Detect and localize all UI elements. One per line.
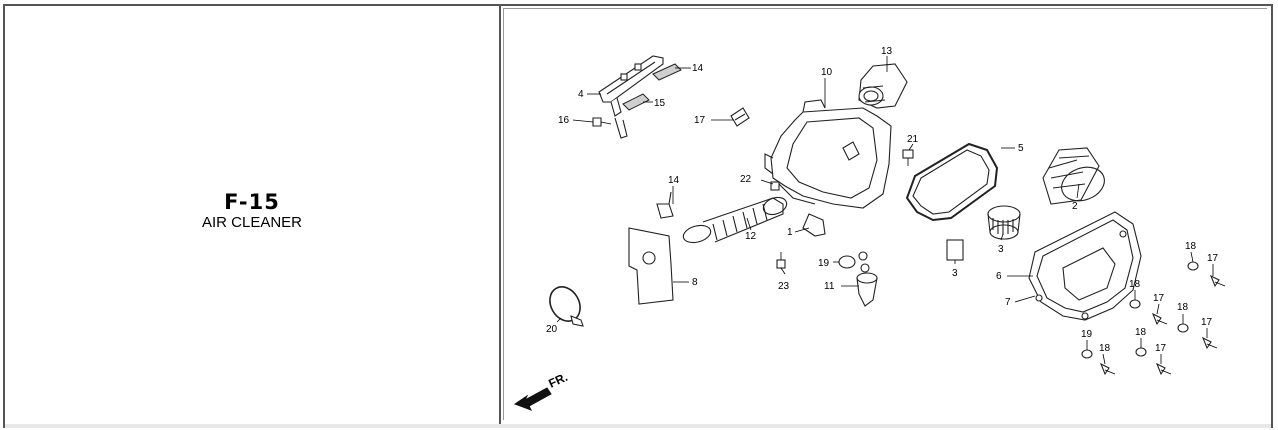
front-direction-label: FR.	[546, 370, 569, 391]
part-3-filter	[987, 205, 1021, 240]
callout-18: 18	[1185, 241, 1197, 252]
section-caption: F-15 AIR CLEANER	[5, 190, 499, 232]
part-16-clip	[730, 107, 750, 127]
diagram-panel-border	[503, 8, 1267, 420]
callout-11: 13	[881, 46, 893, 57]
callout-17: 17	[1153, 293, 1165, 304]
leader-lines	[556, 56, 1214, 365]
callout-12: 12	[745, 231, 757, 242]
part-3-element	[946, 239, 964, 261]
part-11-duct	[858, 63, 908, 109]
callout-6: 6	[996, 271, 1002, 282]
part-6-7-cover	[1028, 211, 1142, 321]
front-direction-arrow: FR.	[513, 370, 570, 411]
callout-14: 15	[654, 98, 666, 109]
callout-20: 20	[546, 324, 558, 335]
part-14-pads	[622, 63, 682, 111]
callout-17: 17	[1201, 317, 1213, 328]
callout-22: 22	[740, 174, 752, 185]
callout-18: 19	[1081, 329, 1093, 340]
callout-1: 1	[787, 227, 793, 238]
table-bottom-row	[5, 424, 1271, 428]
callout-7: 7	[1005, 297, 1011, 308]
part-22-screw	[770, 181, 780, 191]
callout-19: 19	[818, 258, 830, 269]
part-15-bolt	[592, 117, 612, 127]
exploded-parts-diagram: FR. 4 1	[513, 46, 1226, 411]
part-10-drain	[856, 272, 878, 307]
part-19-orings	[838, 251, 870, 273]
callout-23: 23	[778, 281, 790, 292]
part-13-bracket	[656, 191, 674, 219]
callout-17: 17	[1207, 253, 1219, 264]
callout-13: 14	[668, 175, 680, 186]
part-9-case	[764, 99, 892, 209]
part-21-screw	[902, 149, 914, 166]
callout-2: 2	[1072, 201, 1078, 212]
part-20-clamp	[549, 286, 584, 327]
section-code: F-15	[224, 190, 280, 214]
part-17-screws	[1099, 274, 1226, 376]
callout-9: 10	[821, 67, 833, 78]
column-divider	[499, 4, 501, 428]
part-8-plate	[628, 227, 674, 305]
callout-21: 21	[907, 134, 919, 145]
callout-18: 18	[1177, 302, 1189, 313]
callout-3: 3	[998, 244, 1004, 255]
callout-10: 11	[824, 281, 835, 292]
callout-15: 16	[558, 115, 570, 126]
part-1-plug	[802, 213, 826, 237]
section-name: AIR CLEANER	[201, 214, 303, 231]
callout-16: 17	[694, 115, 706, 126]
callout-18: 18	[1129, 279, 1141, 290]
part-5-gasket	[905, 142, 999, 222]
callout-17: 18	[1099, 343, 1111, 354]
part-18-washers	[1081, 261, 1199, 359]
callout-17: 17	[1155, 343, 1167, 354]
part-12-hose	[682, 196, 788, 244]
callout-8: 8	[692, 277, 698, 288]
callout-4: 4	[578, 89, 584, 100]
callout-5: 5	[1018, 143, 1024, 154]
part-4-bracket	[598, 55, 664, 139]
part-23-bolt	[776, 252, 786, 269]
callout-18: 18	[1135, 327, 1147, 338]
part-2-element	[1042, 147, 1105, 205]
callout-labels: 4 14 15 16 17 10 13 21 5 22 14 2 3 12 1 …	[546, 46, 1219, 354]
callout-14: 14	[692, 63, 704, 74]
callout-3: 3	[952, 268, 958, 279]
